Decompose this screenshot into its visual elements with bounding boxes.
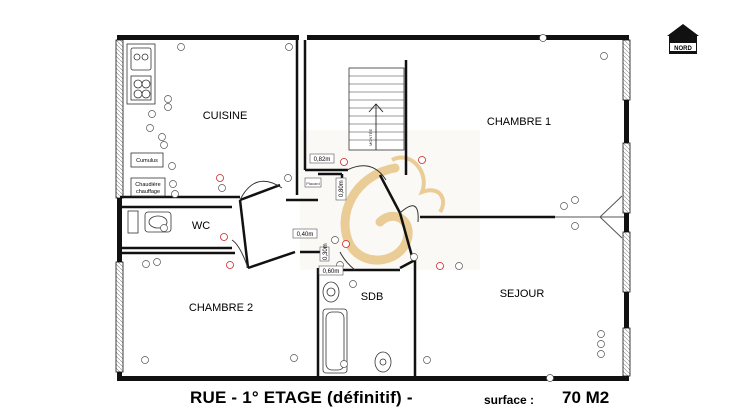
room-label-chambre2: CHAMBRE 2 [189,302,253,314]
dim-placard: Placard [306,181,320,186]
door-swings [231,165,419,271]
stair-label: MONTÉE [368,129,373,146]
room-label-wc: WC [192,220,210,232]
dimensions: 0,82m 0,80m 0,40m 0,60m 0,30m Placard [292,153,347,276]
room-label-sejour: SEJOUR [500,288,545,300]
dim-sdb-small: 0,30m [323,243,329,260]
dim-hall-width: 0,82m [314,157,331,163]
sdb-fixtures [322,281,392,374]
surface-label: surface : [484,393,535,407]
plan-title: RUE - 1° ETAGE (définitif) - [190,388,413,407]
cumulus-box: Cumulus [130,152,164,168]
room-label-cuisine: CUISINE [203,110,248,122]
cumulus-label: Cumulus [136,158,158,164]
surface-value: 70 M2 [562,388,610,407]
staircase: MONTÉE [348,67,405,151]
room-label-chambre1: CHAMBRE 1 [487,116,551,128]
electrical-symbols [141,34,608,382]
room-labels: CUISINE CHAMBRE 1 WC CHAMBRE 2 SDB SEJOU… [189,110,551,314]
north-compass: NORD [667,24,699,54]
light-fixture [555,195,624,239]
red-outlets [216,156,444,270]
floor-plan: MONTÉE Cumulus Chaudière chauffage [115,24,699,382]
windows [115,39,631,377]
kitchen-counter [126,43,156,105]
plan-footer: RUE - 1° ETAGE (définitif) - surface : 7… [0,386,750,416]
nord-label: NORD [674,46,692,52]
dim-sdb-door: 0,60m [323,269,340,275]
room-label-sdb: SDB [361,291,384,303]
chaudiere-box: Chaudière chauffage [130,177,166,197]
dim-passage: 0,40m [297,232,314,238]
dim-hall-depth: 0,80m [339,180,345,197]
chaudiere-label-1: Chaudière [135,182,160,188]
chaudiere-label-2: chauffage [136,189,160,195]
watermark-logo [300,130,480,270]
